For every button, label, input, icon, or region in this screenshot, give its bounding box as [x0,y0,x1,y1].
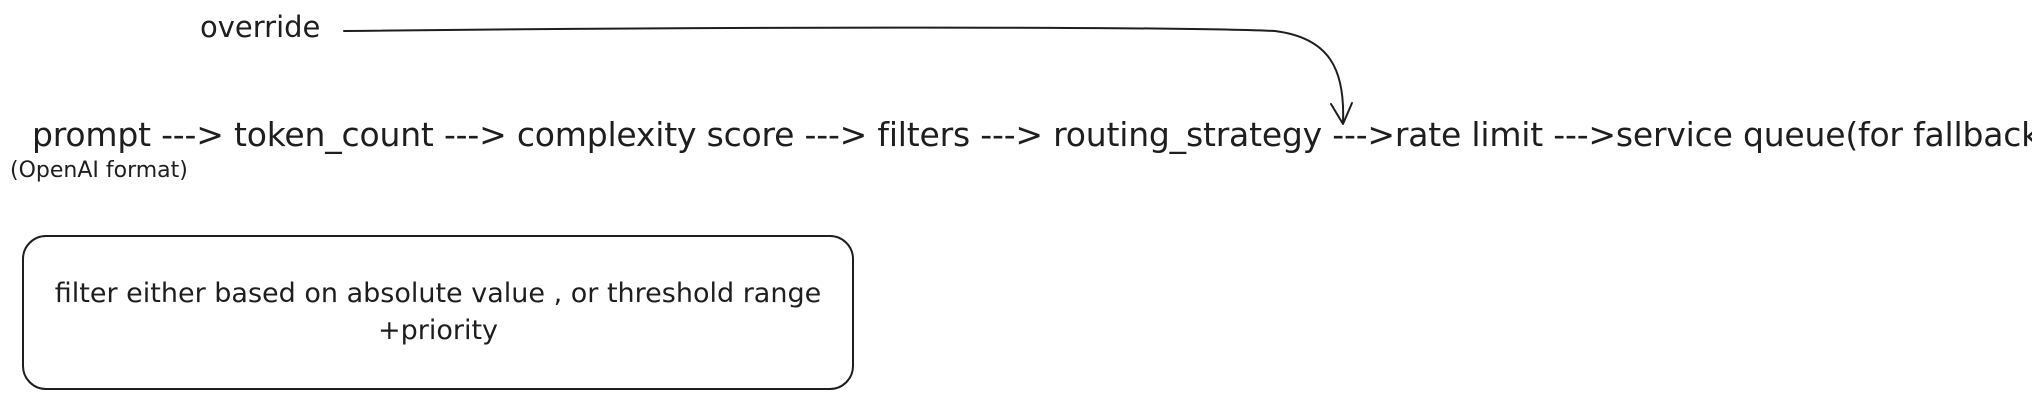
flow-arrow: ---> [1322,115,1395,154]
node-prompt: prompt [32,115,151,154]
flow-arrow: ---> [969,115,1054,154]
node-complexity-score: complexity score [516,115,795,154]
node-token-count: token_count [233,115,434,154]
override-label: override [200,10,321,44]
pipeline-flow: prompt ---> token_count ---> complexity … [32,118,2032,151]
filter-note-line-2: +priority [377,314,499,346]
prompt-format-note: (OpenAI format) [10,158,188,183]
flow-arrow: ---> [1543,115,1616,154]
filter-note-line-1: filter either based on absolute value , … [54,278,822,310]
node-rate-limit: rate limit [1394,115,1543,154]
node-service-queue: service queue(for fallback) [1615,115,2032,154]
flow-arrow: ---> [433,115,517,154]
node-filters: filters [877,115,970,154]
flow-arrow: ---> [150,115,234,154]
flow-arrow: ---> [794,115,878,154]
node-routing-strategy: routing_strategy [1053,115,1322,154]
override-arrow-line [343,26,1345,123]
filter-note-box: filter either based on absolute value , … [22,235,854,390]
override-arrow-head [1330,102,1353,125]
